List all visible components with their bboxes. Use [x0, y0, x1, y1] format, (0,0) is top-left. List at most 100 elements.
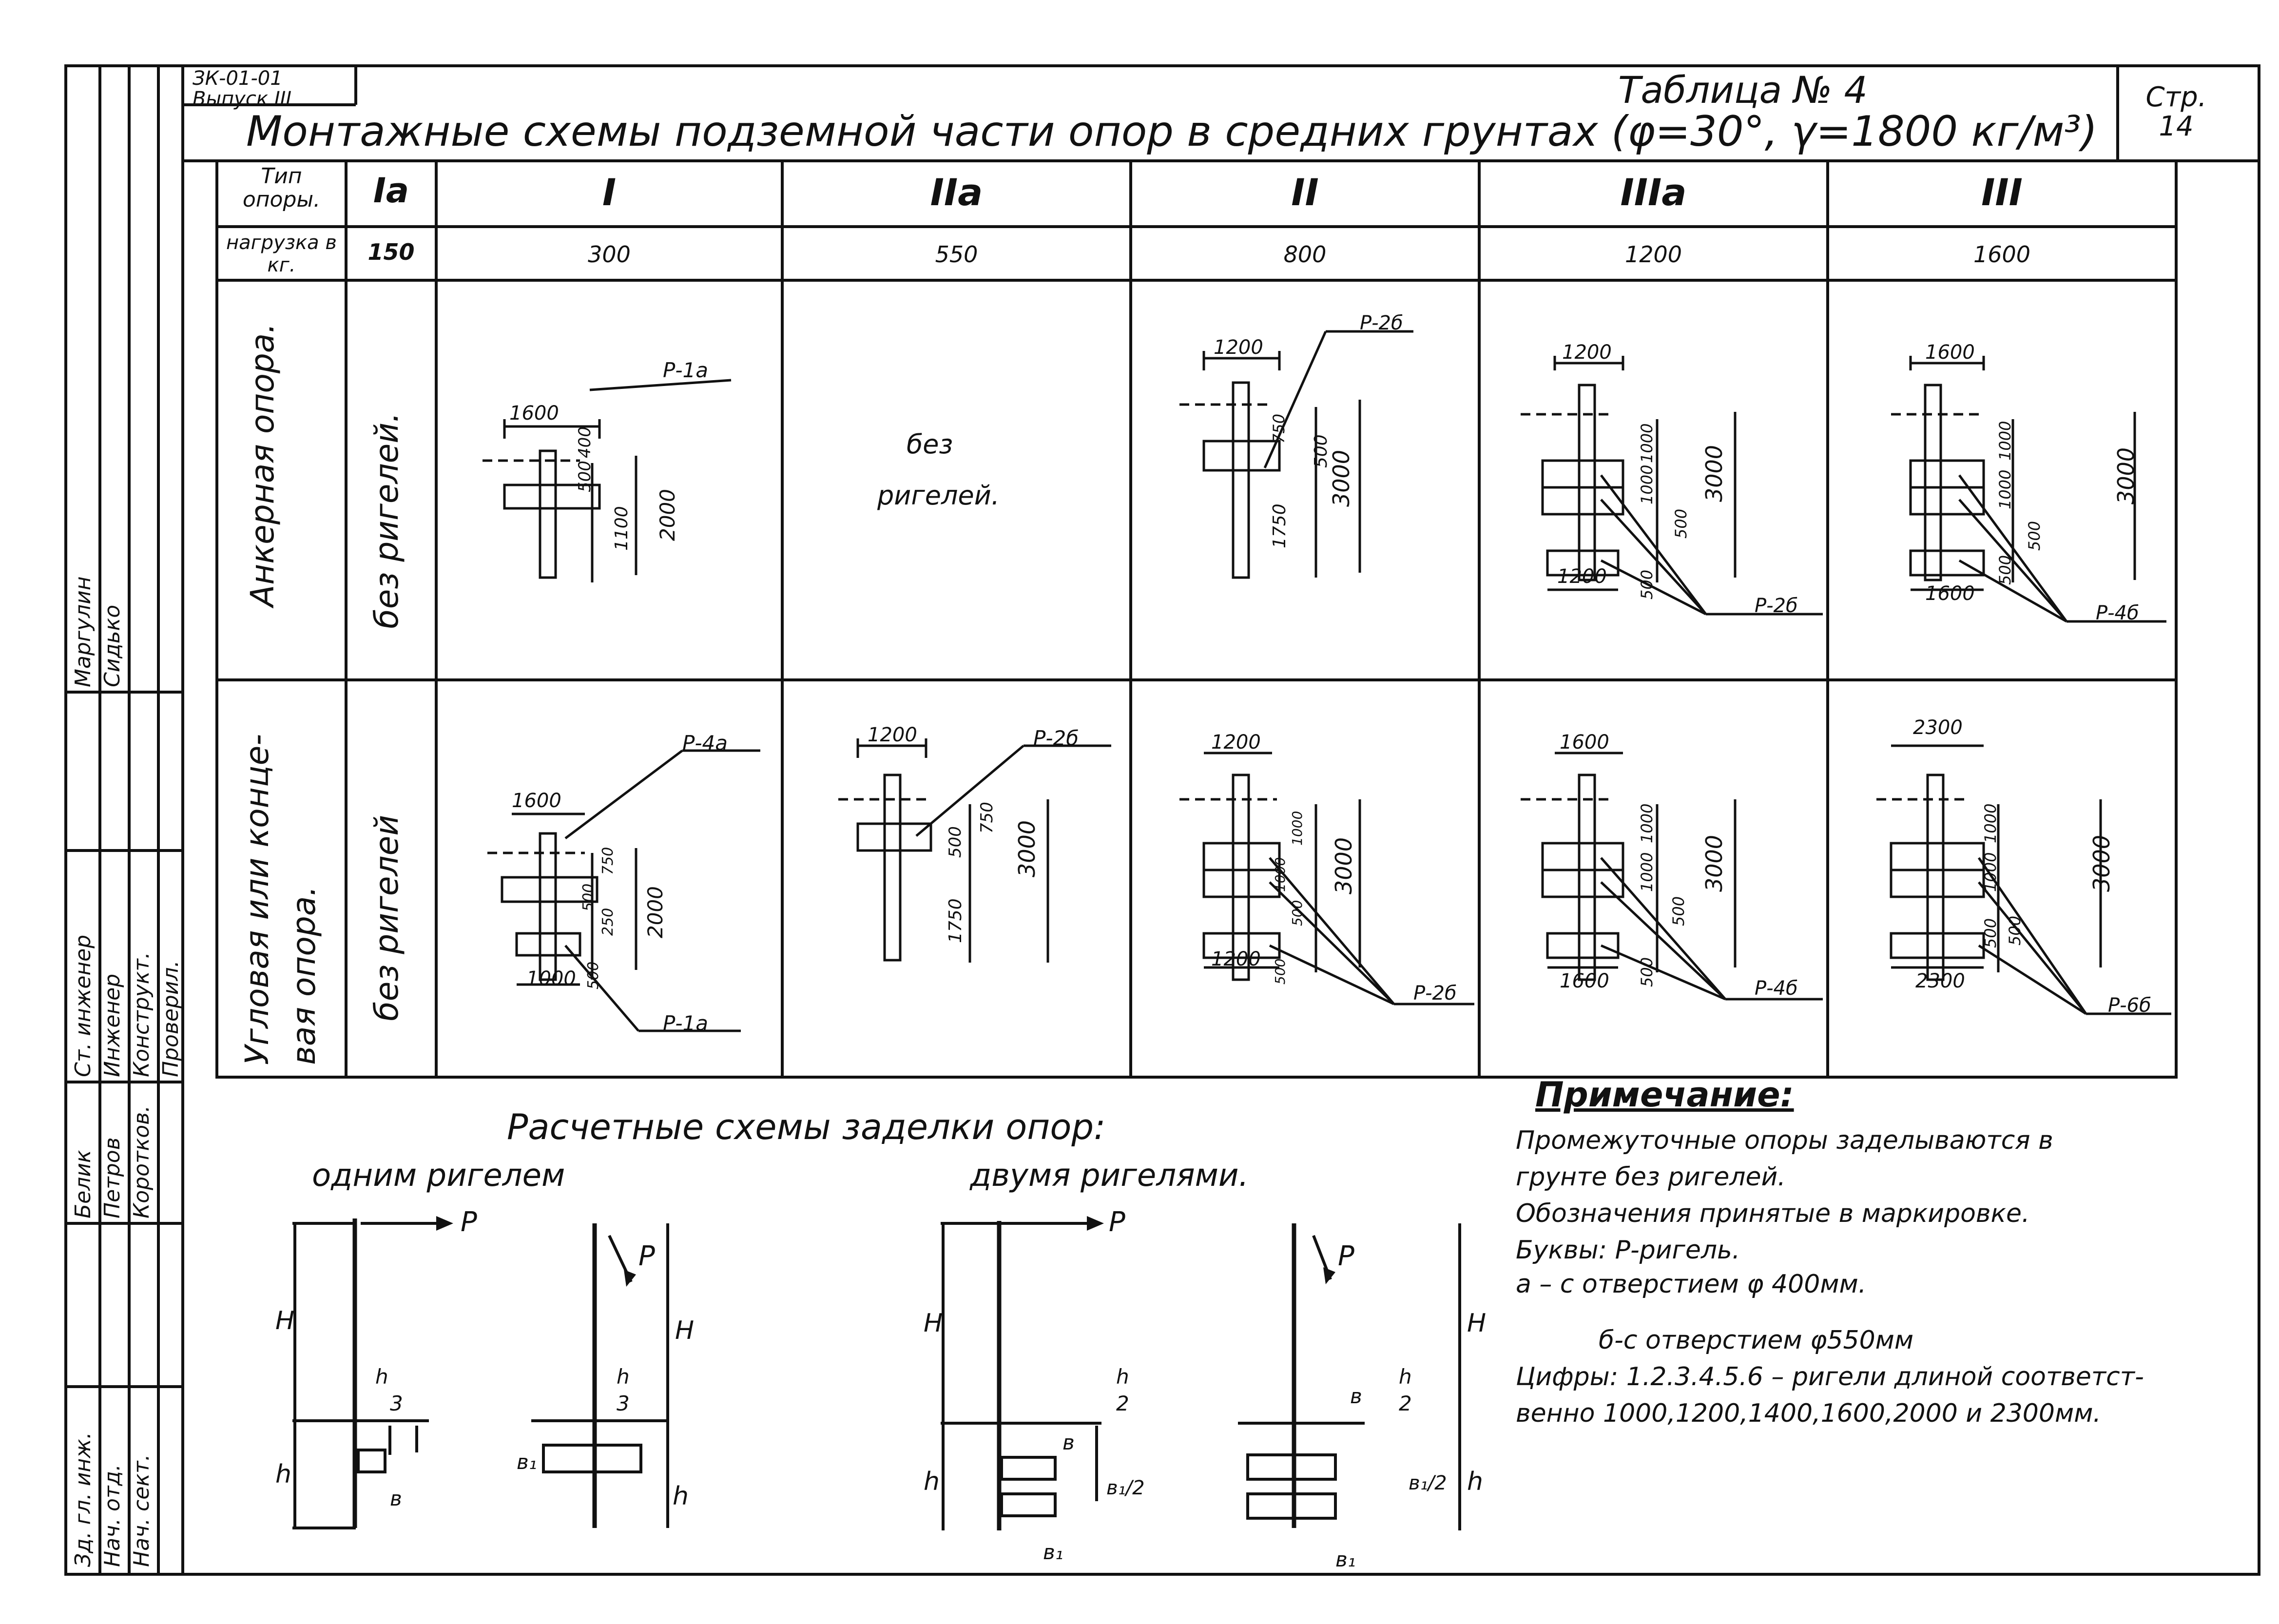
dim: 1000: [526, 967, 576, 990]
tag: Р-1а: [663, 1011, 708, 1035]
dim: 1000: [1638, 464, 1656, 504]
h-frac-den: 2: [1399, 1392, 1412, 1415]
dim: 1000: [1638, 803, 1656, 843]
stamp-role: Нач. сект.: [129, 1454, 154, 1567]
tag: Р-4а: [682, 731, 728, 755]
load-3: 1600: [1973, 241, 2031, 268]
tag: Р-4б: [1755, 977, 1798, 1000]
load-1a: 150: [367, 239, 415, 265]
note-line: венно 1000,1200,1400,1600,2000 и 2300мм.: [1516, 1399, 2101, 1428]
force-p: Р: [638, 1240, 655, 1272]
dim: 1200: [868, 724, 917, 746]
dim: 1000: [1981, 852, 2000, 892]
tag: Р-4б: [2096, 602, 2139, 624]
note-line: б-с отверстием φ550мм: [1599, 1326, 1914, 1355]
dim: 500: [1996, 555, 2014, 585]
type-2: II: [1291, 171, 1319, 214]
type-1: I: [602, 171, 617, 214]
depth-h: h: [924, 1467, 940, 1496]
dim: 1200: [1557, 565, 1607, 588]
row-label-anchor: Анкерная опора.: [244, 323, 281, 607]
force-p: Р: [1338, 1240, 1354, 1272]
width-b: в: [1062, 1431, 1075, 1454]
dim: 500: [946, 826, 965, 858]
tag: Р-2б: [1413, 982, 1457, 1005]
page-title: Монтажные схемы подземной части опор в с…: [246, 107, 2098, 156]
col-header-type: Тип опоры.: [242, 164, 321, 212]
dim: 1200: [1562, 341, 1612, 364]
dim: 1600: [1925, 582, 1975, 605]
dim: 500: [1289, 900, 1305, 926]
note-line: а – с отверстием φ 400мм.: [1516, 1270, 1867, 1299]
dim: 250: [599, 908, 617, 936]
cell-text-crossbars: ригелей.: [877, 480, 1000, 511]
stamp-name: Сидько: [100, 604, 125, 687]
dim: 3000: [1701, 834, 1727, 892]
h-frac: h: [617, 1365, 630, 1389]
stamp-name: Коротков.: [129, 1105, 154, 1218]
load-2: 800: [1283, 241, 1327, 268]
type-3: III: [1981, 171, 2023, 214]
note-line: Обозначения принятые в маркировке.: [1516, 1199, 2030, 1228]
no-crossbar-1a-r2: без ригелей: [368, 814, 406, 1021]
h-frac: h: [1399, 1365, 1412, 1389]
tag: Р-2б: [1360, 312, 1403, 334]
stamp-name: Белик: [71, 1150, 96, 1218]
dim: 1000: [1272, 857, 1288, 892]
dim: 750: [977, 802, 997, 833]
dim: 750: [1270, 413, 1288, 444]
dim: 500: [1272, 958, 1288, 985]
dim: 500: [1638, 957, 1656, 987]
dim: 1000: [1981, 803, 2000, 843]
tag: Р-2б: [1755, 595, 1798, 617]
dim: 2000: [656, 489, 679, 541]
stamp-role: Конструкт.: [129, 952, 154, 1077]
h-frac: h: [1116, 1365, 1129, 1389]
dim: 1750: [1270, 503, 1290, 548]
tag: Р-1а: [663, 358, 708, 382]
dim: 1200: [1214, 336, 1263, 359]
dim: 2300: [1913, 716, 1963, 739]
depth-h: h: [673, 1482, 689, 1511]
stamp-name: Маргулин: [71, 576, 96, 688]
dim: 3000: [1328, 449, 1354, 507]
dim: 1200: [1211, 948, 1261, 970]
dim: 3000: [2113, 447, 2139, 504]
page-box: Стр. 14: [2135, 83, 2218, 141]
type-1a: Iа: [373, 171, 409, 211]
code: ЗК-01-01: [193, 67, 283, 90]
dim: 1600: [1925, 341, 1975, 364]
row-label-corner: Угловая или конце-вая опора.: [238, 734, 323, 1065]
dim: 1600: [1560, 731, 1609, 754]
width-b1-half: в₁/2: [1409, 1472, 1447, 1494]
dim: 500: [585, 961, 602, 989]
stamp-role: Ст. инженер: [71, 934, 96, 1077]
depth-h: h: [275, 1460, 291, 1489]
stamp-role: Зд. гл. инж.: [71, 1432, 96, 1567]
dim: 500: [2025, 521, 2044, 551]
height-H: Н: [924, 1309, 943, 1338]
dim: 3000: [1701, 445, 1727, 502]
dim: 1200: [1211, 731, 1261, 754]
height-H: Н: [1467, 1309, 1487, 1338]
tag: Р-6б: [2108, 994, 2151, 1017]
dim: 500: [2006, 915, 2024, 946]
note-line: Буквы: Р-ригель.: [1516, 1236, 1740, 1265]
h-frac-den: 3: [390, 1392, 403, 1415]
note-line: Цифры: 1.2.3.4.5.6 – ригели длиной соотв…: [1516, 1362, 2144, 1392]
no-crossbar-1a-r1: без ригелей.: [368, 412, 406, 629]
dim: 500: [1638, 569, 1656, 599]
document-code: ЗК-01-01 Выпуск III: [193, 68, 291, 109]
note-title: Примечание:: [1535, 1075, 1794, 1115]
dim: 500: [1669, 896, 1688, 926]
dim: 3000: [2088, 834, 2115, 892]
dim: 3000: [1014, 820, 1040, 877]
dim: 500: [580, 883, 597, 911]
h-frac: h: [375, 1365, 388, 1389]
width-b1-half: в₁/2: [1106, 1477, 1145, 1499]
load-3a: 1200: [1624, 241, 1682, 268]
dim: 3000: [1331, 837, 1357, 894]
force-p: Р: [461, 1206, 477, 1238]
dim: 1600: [512, 790, 561, 812]
